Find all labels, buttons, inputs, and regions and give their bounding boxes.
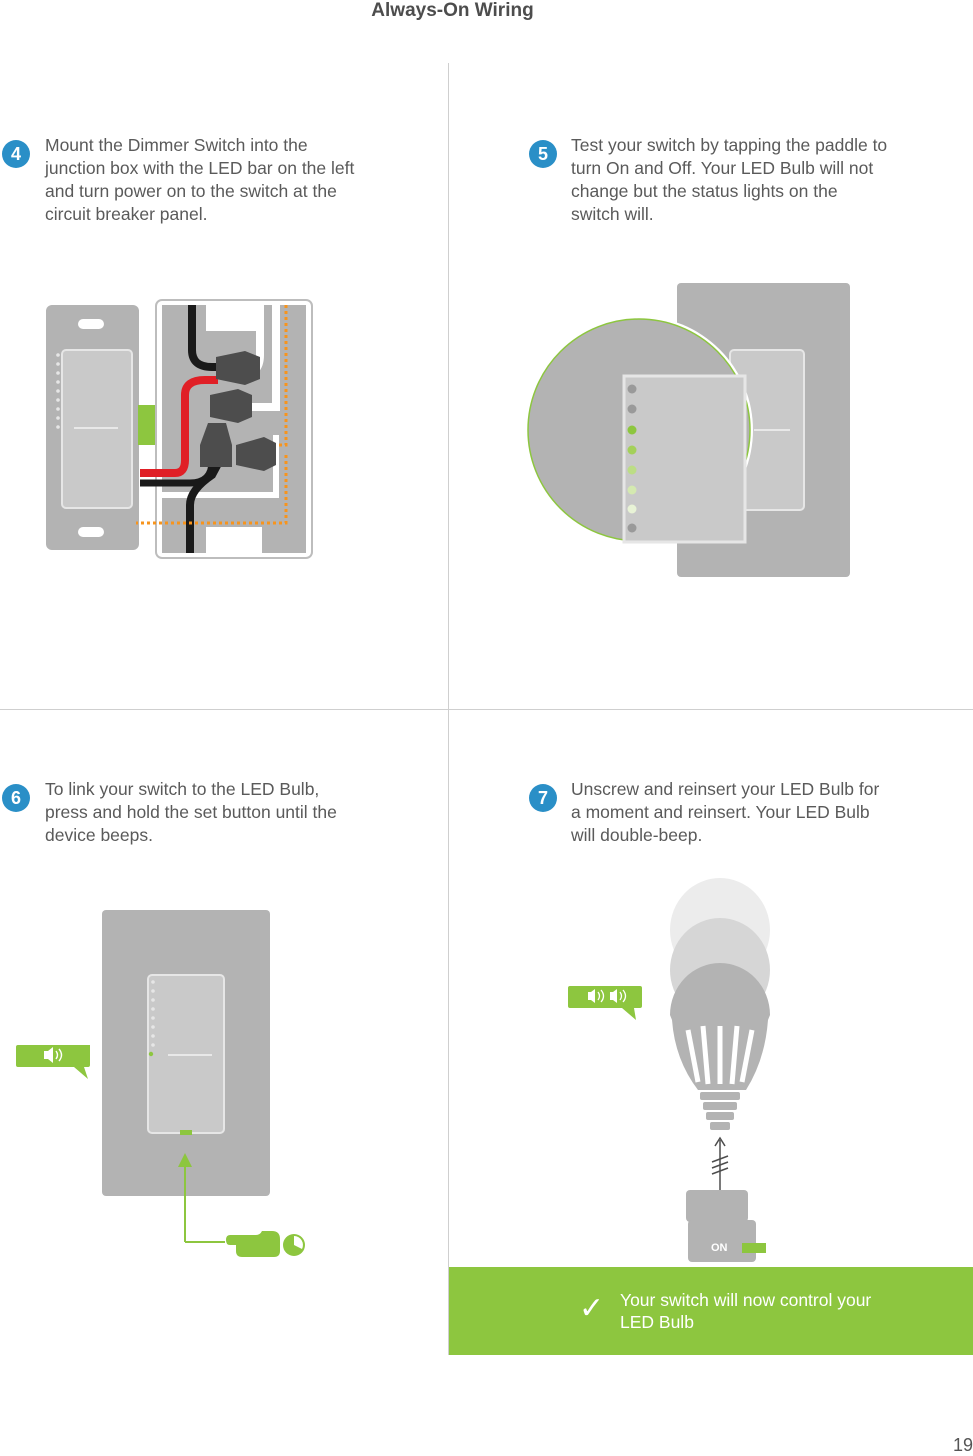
step-5-text: Test your switch by tapping the paddle t… [571, 135, 888, 224]
wiring-illustration [46, 299, 313, 559]
status-led-icon [627, 384, 637, 533]
step-5-badge: 5 [529, 140, 557, 168]
step-6-text: To link your switch to the LED Bulb, pre… [45, 779, 337, 845]
hand-pointer-icon [226, 1231, 280, 1257]
page-title: Always-On Wiring [371, 0, 534, 21]
step-7-badge: 7 [529, 784, 557, 812]
step-7-text: Unscrew and reinsert your LED Bulb for a… [571, 779, 880, 845]
result-text: Your switch will now control your LED Bu… [620, 1290, 872, 1332]
result-banner: ✓ Your switch will now control your LED … [449, 1267, 973, 1355]
checkmark-icon: ✓ [579, 1292, 605, 1325]
step-4-text: Mount the Dimmer Switch into the junctio… [45, 135, 355, 224]
led-bulb-illustration [568, 878, 770, 1262]
status-led-illustration [525, 283, 850, 577]
plug-on-label: ON [711, 1242, 728, 1254]
step-4-badge: 4 [2, 140, 30, 168]
smart-plug-icon [686, 1190, 748, 1222]
page-number: 19 [952, 1435, 973, 1455]
step-6-badge: 6 [2, 784, 30, 812]
set-button-illustration [16, 910, 305, 1257]
divider-horizontal [0, 709, 973, 710]
